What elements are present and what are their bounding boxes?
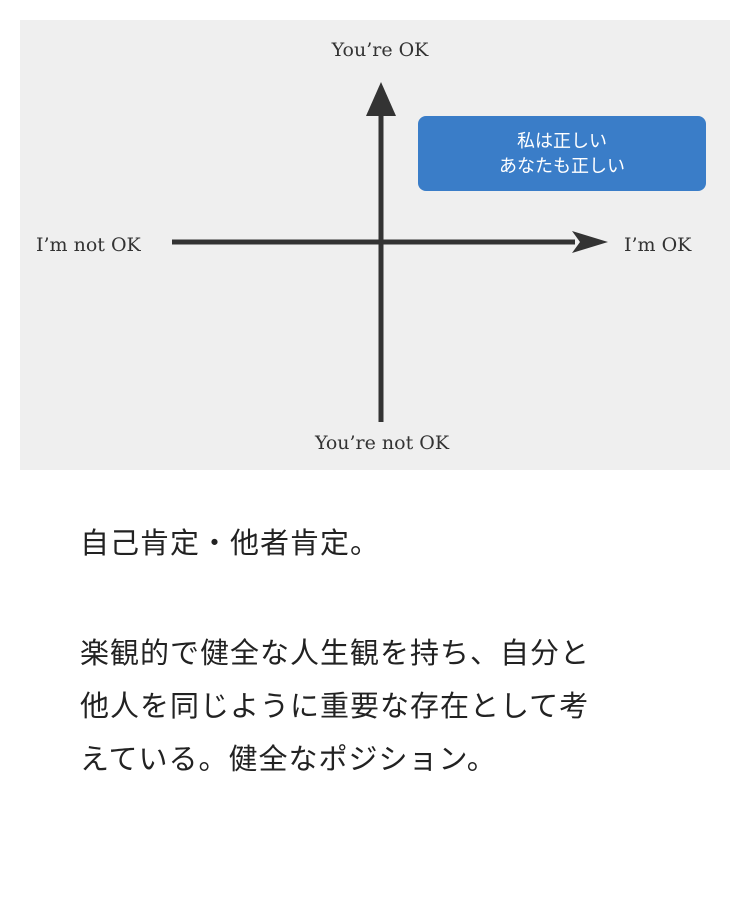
paragraph-line: 他人を同じように重要な存在として考 — [80, 689, 590, 723]
label-youre-not-ok: You’re not OK — [314, 432, 450, 454]
label-im-ok: I’m OK — [624, 234, 692, 256]
description-paragraph: 楽観的で健全な人生観を持ち、自分と 他人を同じように重要な存在として考 えている… — [80, 627, 680, 786]
paragraph-line: えている。健全なポジション。 — [80, 742, 497, 776]
label-im-not-ok: I’m not OK — [36, 234, 141, 256]
ok-quadrant-diagram: You’re OK You’re not OK I’m not OK I’m O… — [20, 20, 730, 470]
caption: 自己肯定・他者肯定。 — [80, 526, 381, 560]
paragraph-line: 楽観的で健全な人生観を持ち、自分と — [80, 636, 591, 670]
highlight-quadrant-box: 私は正しい あなたも正しい — [418, 116, 706, 191]
right-arrow-icon — [572, 231, 608, 253]
up-arrow-icon — [366, 82, 396, 116]
label-youre-ok: You’re OK — [331, 39, 429, 61]
highlight-line-1: 私は正しい — [517, 130, 607, 152]
highlight-line-2: あなたも正しい — [499, 155, 625, 177]
axes — [172, 82, 608, 422]
